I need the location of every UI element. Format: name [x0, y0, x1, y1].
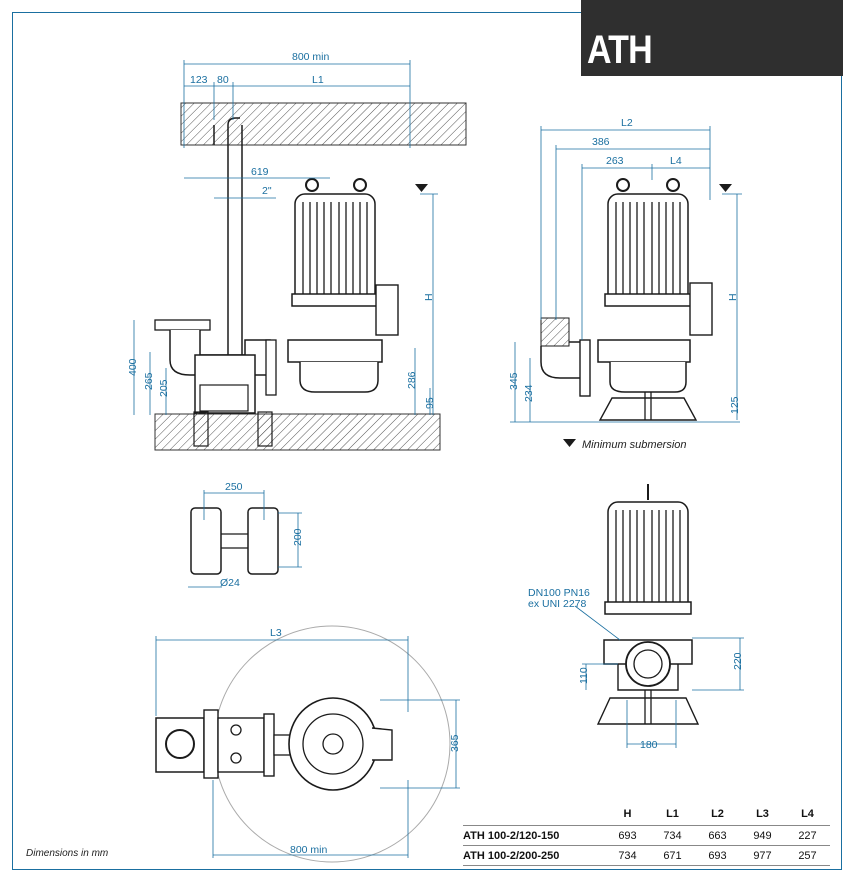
dim-front-l2: L2 [621, 117, 633, 129]
stand-base [598, 397, 698, 421]
table-cell-model: ATH 100-2/200-250 [463, 845, 605, 866]
min-submersion-icon [563, 439, 576, 447]
dim-plan-800min: 800 min [290, 844, 328, 856]
table-header: L4 [785, 803, 830, 826]
front-view: L2 386 263 L4 H 345 234 125 [508, 117, 742, 447]
dim-side-pipe: 2" [262, 185, 272, 197]
dim-side-619: 619 [251, 166, 269, 178]
table-row: ATH 100-2/200-250 734 671 693 977 257 [463, 845, 830, 866]
dim-side-95: 95 [424, 397, 436, 409]
table-header: L1 [650, 803, 695, 826]
motor-front [604, 193, 692, 307]
dim-front-125: 125 [729, 396, 741, 414]
units-footnote: Dimensions in mm [26, 848, 109, 859]
discharge-pipe [227, 125, 243, 355]
outlet-bend [540, 341, 586, 379]
water-level-icon [415, 184, 428, 192]
table-cell-model: ATH 100-2/120-150 [463, 825, 605, 846]
dim-flange-180: 180 [640, 739, 658, 751]
table-cell: 949 [740, 825, 785, 846]
table-header: L3 [740, 803, 785, 826]
motor-flange [604, 501, 692, 615]
table-header-row: H L1 L2 L3 L4 [463, 803, 830, 826]
ceiling-hatch [180, 102, 467, 146]
dim-plan-l3: L3 [270, 627, 282, 639]
table-header: L2 [695, 803, 740, 826]
side-view: 800 min 123 80 L1 619 2" H 400 265 205 2… [127, 51, 467, 451]
pump-casing [287, 339, 383, 363]
dim-side-286: 286 [406, 371, 418, 389]
dim-feet-24: Ø24 [220, 577, 240, 589]
model-title: ATH [587, 28, 653, 72]
dim-side-400: 400 [127, 358, 139, 376]
table-cell: 734 [605, 845, 650, 866]
flange-spec-1: DN100 PN16 [528, 587, 590, 599]
dim-front-386: 386 [592, 136, 610, 148]
dim-front-234: 234 [523, 384, 535, 402]
dim-side-205: 205 [158, 379, 170, 397]
dimension-table: H L1 L2 L3 L4 ATH 100-2/120-150 693 734 … [463, 803, 830, 866]
table-cell: 671 [650, 845, 695, 866]
table-cell: 227 [785, 825, 830, 846]
anchor-bolt [257, 411, 273, 447]
anchor-bolt [193, 411, 209, 447]
table-cell: 257 [785, 845, 830, 866]
dim-flange-110: 110 [578, 667, 590, 684]
water-level-icon [719, 184, 732, 192]
table-header [463, 803, 605, 826]
motor-top [288, 697, 378, 791]
dim-front-263: 263 [606, 155, 624, 167]
table-cell: 663 [695, 825, 740, 846]
min-submersion-label: Minimum submersion [582, 439, 687, 451]
feet-detail: 250 200 Ø24 [188, 481, 304, 589]
sheet-frame [12, 12, 842, 870]
flange-view: DN100 PN16 ex UNI 2278 220 110 180 [528, 484, 744, 751]
plan-view: L3 365 800 min [155, 625, 461, 863]
dim-feet-200: 200 [292, 528, 304, 546]
dim-side-800min: 800 min [292, 51, 330, 63]
table-header: H [605, 803, 650, 826]
table-cell: 693 [695, 845, 740, 866]
flange-spec-2: ex UNI 2278 [528, 598, 587, 610]
dim-side-123: 123 [190, 74, 208, 86]
model-tab: ATH [581, 0, 843, 76]
dim-side-265: 265 [143, 372, 155, 390]
dim-front-l4: L4 [670, 155, 682, 167]
dim-front-345: 345 [508, 372, 520, 390]
table-cell: 977 [740, 845, 785, 866]
dim-flange-220: 220 [732, 652, 744, 670]
dim-side-h: H [423, 293, 435, 301]
table-cell: 734 [650, 825, 695, 846]
dim-front-h: H [727, 293, 739, 301]
table-row: ATH 100-2/120-150 693 734 663 949 227 [463, 825, 830, 846]
dim-plan-365: 365 [449, 734, 461, 752]
dim-side-80: 80 [217, 74, 229, 86]
dim-feet-250: 250 [225, 481, 243, 493]
table-cell: 693 [605, 825, 650, 846]
motor-side [291, 193, 379, 307]
dim-side-l1: L1 [312, 74, 324, 86]
